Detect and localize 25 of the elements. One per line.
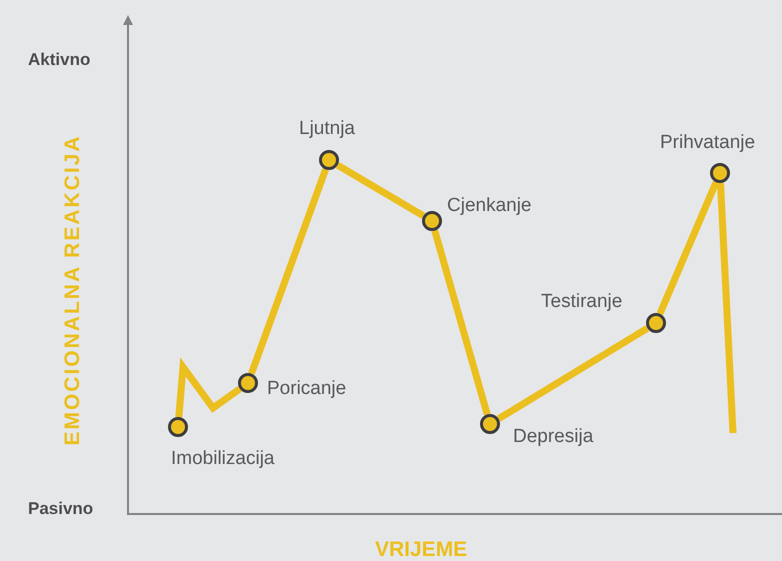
stage-point (422, 211, 442, 231)
stage-label: Imobilizacija (171, 448, 274, 470)
stage-point (168, 417, 188, 437)
curve-segment (248, 168, 329, 375)
stage-label: Cjenkanje (447, 195, 532, 217)
stage-label: Testiranje (541, 291, 622, 313)
curve-segment (431, 230, 491, 416)
axis-label: Aktivno (28, 50, 90, 70)
stage-label: Depresija (513, 426, 594, 448)
stage-point (710, 163, 730, 183)
stage-point (480, 414, 500, 434)
axis-label: Pasivno (28, 499, 94, 519)
stage-point (238, 373, 258, 393)
stage-label: Ljutnja (299, 118, 355, 140)
curve-segment (336, 162, 426, 219)
curve-segment (717, 182, 736, 434)
curve-segment (496, 325, 650, 422)
stage-label: Prihvatanje (660, 132, 756, 154)
curve-segment (175, 357, 242, 418)
stage-point (319, 150, 339, 170)
stage-label: Poricanje (267, 378, 346, 400)
curve-segment (656, 180, 720, 316)
stage-point (646, 313, 666, 333)
axis-title: VRIJEME (375, 538, 468, 561)
axis-title: EMOCIONALNA REAKCIJA (61, 134, 85, 446)
